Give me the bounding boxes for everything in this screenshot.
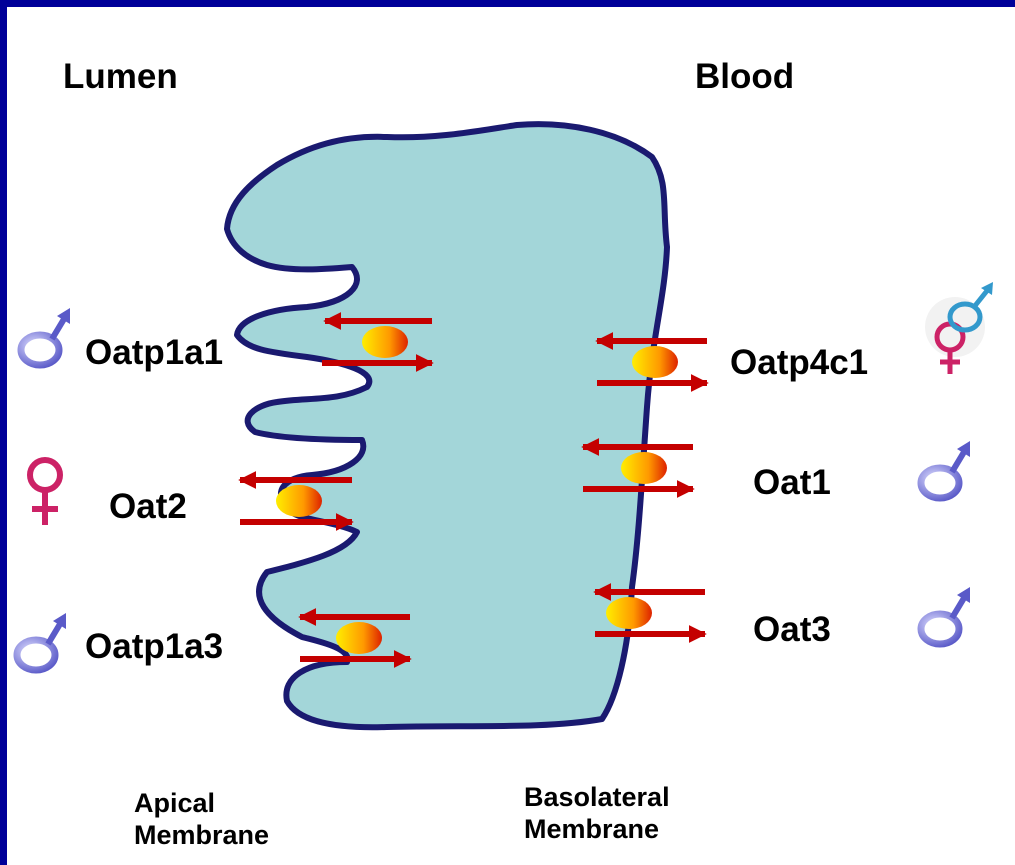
apical-line-1: Apical [134, 787, 269, 819]
male-symbol-icon [921, 441, 970, 498]
basolateral-line-1: Basolateral [524, 781, 670, 813]
label-oatp4c1: Oatp4c1 [730, 345, 868, 380]
cell-diagram [7, 7, 1015, 865]
male-symbol-icon [21, 308, 70, 365]
male-symbol-icon [17, 613, 66, 670]
blood-label: Blood [695, 59, 794, 94]
label-oatp1a3: Oatp1a3 [85, 629, 223, 664]
slide: Lumen Blood Oatp1a1 Oat2 Oatp1a3 Oatp4c1… [7, 7, 1015, 865]
female-symbol-icon [30, 460, 60, 525]
label-oat3: Oat3 [753, 612, 831, 647]
lumen-label: Lumen [63, 59, 178, 94]
label-oat2: Oat2 [109, 489, 187, 524]
label-oatp1a1: Oatp1a1 [85, 335, 223, 370]
apical-membrane-label: Apical Membrane [134, 787, 269, 852]
male-symbol-icon [921, 587, 970, 644]
apical-line-2: Membrane [134, 819, 269, 851]
male-female-symbol-icon [925, 282, 993, 374]
basolateral-membrane-label: Basolateral Membrane [524, 781, 670, 846]
basolateral-line-2: Membrane [524, 813, 670, 845]
label-oat1: Oat1 [753, 465, 831, 500]
